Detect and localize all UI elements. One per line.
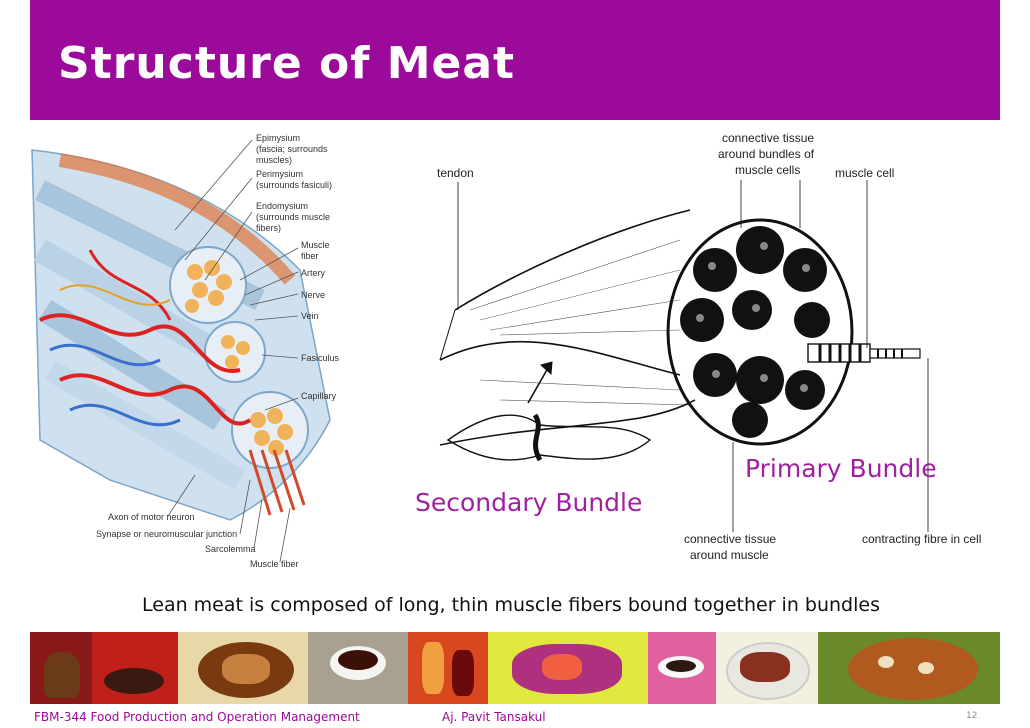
label-sarcolemma: Sarcolemma [205,544,256,554]
food-photo [648,632,716,704]
left-diagram-labels: Epimysium (fascia; surrounds muscles) Pe… [96,133,340,569]
page-number: 12 [966,711,978,721]
label-endomysium: Endomysium [256,201,308,211]
muscle-bundle-drawing [439,180,929,532]
label-endomysium-desc-1: (surrounds muscle [256,212,330,222]
label-muscle-fiber-2: fiber [301,251,319,261]
label-epimysium-desc-2: muscles) [256,155,292,165]
label-primary-bundle: Primary Bundle [745,454,937,483]
label-muscle-fiber-bottom: Muscle fiber [250,559,299,569]
slide-title: Structure of Meat [58,38,516,89]
label-ct-bundles-1: connective tissue [722,131,814,145]
food-photo [716,632,818,704]
label-axon: Axon of motor neuron [108,512,195,522]
label-vein: Vein [301,311,319,321]
footer-author: Aj. Pavit Tansakul [442,710,546,724]
label-muscle-cell: muscle cell [835,166,894,180]
label-perimysium-desc: (surrounds fasiculi) [256,180,332,190]
footer: FBM-344 Food Production and Operation Ma… [0,706,1030,728]
food-photo [178,632,308,704]
label-contracting-fibre: contracting fibre in cell [862,532,981,546]
label-tendon: tendon [437,166,474,180]
food-photo [488,632,648,704]
food-photo-strip [30,632,1000,704]
slide-caption: Lean meat is composed of long, thin musc… [142,594,880,616]
label-artery: Artery [301,268,326,278]
label-capillary: Capillary [301,391,337,401]
label-ct-muscle-2: around muscle [690,548,769,562]
label-nerve: Nerve [301,290,325,300]
food-photo [92,632,178,704]
label-synapse: Synapse or neuromuscular junction [96,529,237,539]
label-endomysium-desc-2: fibers) [256,223,281,233]
food-photo [30,632,92,704]
label-muscle-fiber: Muscle [301,240,330,250]
label-ct-bundles-3: muscle cells [735,163,800,177]
label-ct-muscle-1: connective tissue [684,532,776,546]
label-perimysium: Perimysium [256,169,303,179]
label-ct-bundles-2: around bundles of [718,147,815,161]
footer-course: FBM-344 Food Production and Operation Ma… [34,710,360,724]
label-fasiculus: Fasiculus [301,353,340,363]
label-secondary-bundle: Secondary Bundle [415,488,642,517]
label-epimysium: Epimysium [256,133,300,143]
food-photo [408,632,488,704]
muscle-anatomy-illustration [31,139,331,563]
right-diagram-labels: tendon connective tissue around bundles … [415,131,981,562]
meat-structure-diagram: Epimysium (fascia; surrounds muscles) Pe… [31,131,981,569]
label-epimysium-desc-1: (fascia; surrounds [256,144,328,154]
food-photo [818,632,1000,704]
food-photo [308,632,408,704]
title-bar [30,0,1000,120]
